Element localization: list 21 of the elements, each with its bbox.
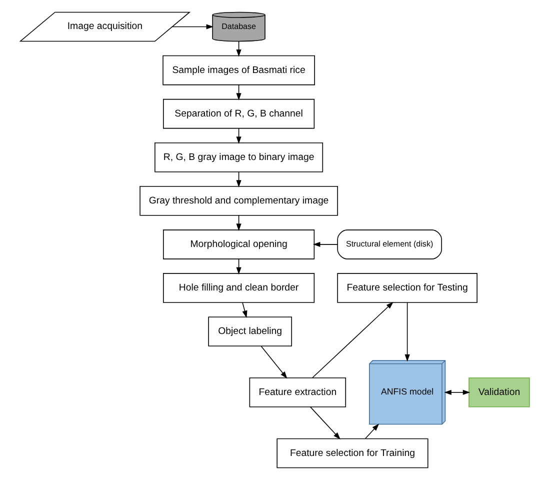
arrow [312, 301, 394, 378]
node-box: Validation [468, 376, 530, 407]
arrow [172, 24, 214, 29]
node-box: Object labeling [208, 316, 292, 346]
arrow [242, 302, 248, 318]
arrow [365, 423, 380, 438]
node-box: Feature extraction [249, 376, 346, 407]
node-box: Sample images of Basmati rice [162, 54, 315, 85]
arrow [404, 302, 410, 362]
node-box: Feature selection for Training [276, 438, 428, 468]
node-box: R, G, B gray image to binary image [154, 142, 324, 172]
node-box: Structural element (disk) [337, 229, 442, 259]
arrow [260, 345, 288, 378]
node-box: Gray threshold and complementary image [140, 185, 338, 216]
node-box: Morphological opening [163, 229, 315, 259]
arrow [312, 241, 338, 246]
node-box: Hole filling and clean border [163, 272, 315, 302]
node-box: Feature selection for Testing [337, 272, 478, 302]
arrow [444, 389, 470, 394]
node-box: Separation of R, G, B channel [163, 98, 315, 128]
arrow [310, 406, 340, 439]
